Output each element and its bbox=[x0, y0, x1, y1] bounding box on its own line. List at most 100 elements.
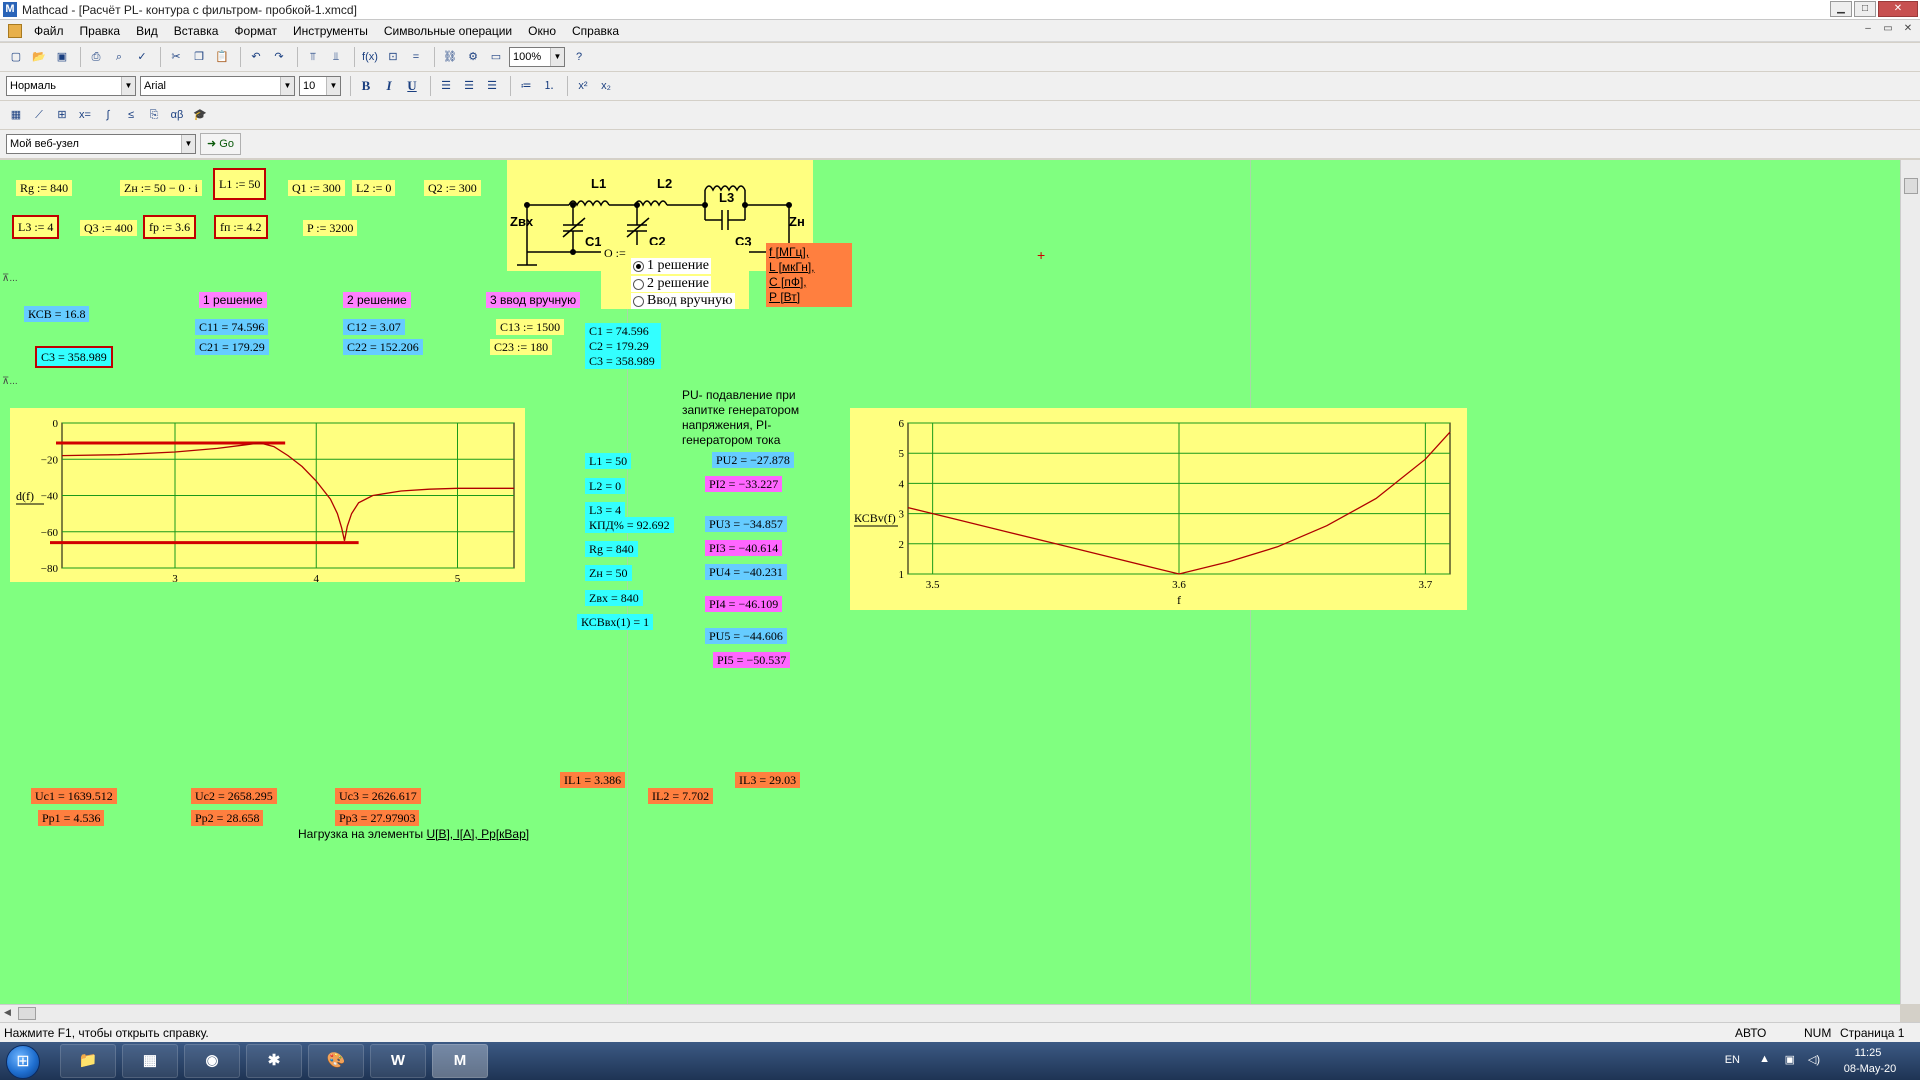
def-l2[interactable]: L2 := 0 bbox=[352, 180, 396, 196]
result-pu3[interactable]: PU3 = −34.857 bbox=[705, 516, 787, 532]
greek-icon[interactable]: αβ bbox=[170, 109, 184, 121]
vertical-scrollbar[interactable] bbox=[1900, 160, 1920, 1004]
def-p[interactable]: P := 3200 bbox=[303, 220, 358, 236]
result-c12[interactable]: C12 = 3.07 bbox=[343, 319, 405, 335]
close-button[interactable]: ✕ bbox=[1878, 1, 1918, 17]
menu-file[interactable]: Файл bbox=[34, 23, 64, 38]
result-zn[interactable]: Zн = 50 bbox=[585, 565, 632, 581]
word-icon[interactable]: W bbox=[370, 1044, 426, 1078]
symbolic-icon[interactable]: 🎓 bbox=[193, 109, 207, 121]
doc-close-button[interactable]: ✕ bbox=[1903, 23, 1913, 34]
menu-tools[interactable]: Инструменты bbox=[293, 23, 368, 38]
start-button[interactable]: ⊞ bbox=[6, 1045, 40, 1079]
result-pu4[interactable]: PU4 = −40.231 bbox=[705, 564, 787, 580]
def-fn[interactable]: fп := 4.2 bbox=[214, 215, 268, 239]
menu-help[interactable]: Справка bbox=[572, 23, 620, 38]
boolean-icon[interactable]: ≤ bbox=[127, 109, 135, 121]
new-file-icon[interactable]: ▢ bbox=[10, 51, 22, 63]
numbered-list-icon[interactable]: ⒈ bbox=[543, 80, 555, 92]
result-l2[interactable]: L2 = 0 bbox=[585, 478, 626, 494]
redo-icon[interactable]: ↷ bbox=[274, 51, 284, 63]
result-zvx[interactable]: Zвх = 840 bbox=[585, 590, 643, 606]
align-left-icon[interactable]: ☰ bbox=[441, 80, 451, 92]
tray-arrow-icon[interactable]: ▲ bbox=[1759, 1053, 1770, 1065]
minimize-button[interactable]: ▁ bbox=[1830, 1, 1852, 17]
maximize-button[interactable]: □ bbox=[1854, 1, 1876, 17]
radio-option-3[interactable]: Ввод вручную bbox=[631, 293, 735, 309]
calculate-icon[interactable]: = bbox=[412, 51, 420, 63]
region-collapse-icon[interactable]: ⊼... bbox=[2, 376, 18, 387]
font-select[interactable]: Arial▼ bbox=[140, 76, 295, 96]
open-folder-icon[interactable]: 📂 bbox=[32, 51, 46, 63]
worksheet[interactable]: Rg := 840 Zн := 50 − 0 · i L1 := 50 Q1 :… bbox=[0, 160, 1900, 1004]
result-l3[interactable]: L3 = 4 bbox=[585, 502, 626, 518]
result-c21[interactable]: C21 = 179.29 bbox=[195, 339, 269, 355]
def-q1[interactable]: Q1 := 300 bbox=[288, 180, 345, 196]
undo-icon[interactable]: ↶ bbox=[251, 51, 261, 63]
evaluation-icon[interactable]: x= bbox=[79, 109, 91, 121]
result-c11[interactable]: C11 = 74.596 bbox=[195, 319, 269, 335]
resource-center-icon[interactable]: ▭ bbox=[490, 51, 502, 63]
result-pu5[interactable]: PU5 = −44.606 bbox=[705, 628, 787, 644]
app-icon[interactable]: ✱ bbox=[246, 1044, 302, 1078]
help-icon[interactable]: ? bbox=[575, 51, 583, 63]
menu-symbolics[interactable]: Символьные операции bbox=[383, 23, 513, 38]
scroll-thumb[interactable] bbox=[1904, 178, 1918, 194]
result-c2[interactable]: C2 = 179.29 bbox=[585, 338, 661, 354]
matrix-icon[interactable]: ⊞ bbox=[57, 109, 67, 121]
chrome-icon[interactable]: ◉ bbox=[184, 1044, 240, 1078]
clock-date[interactable]: 08-May-20 bbox=[1843, 1063, 1897, 1075]
paste-icon[interactable]: 📋 bbox=[215, 51, 229, 63]
result-il1[interactable]: IL1 = 3.386 bbox=[560, 772, 626, 788]
insert-hyperlink-icon[interactable]: ⛓ bbox=[443, 51, 457, 63]
menu-window[interactable]: Окно bbox=[528, 23, 557, 38]
result-pp2[interactable]: Pp2 = 28.658 bbox=[191, 810, 264, 826]
cut-icon[interactable]: ✂ bbox=[171, 51, 181, 63]
programming-icon[interactable]: ⎘ bbox=[149, 109, 159, 121]
save-icon[interactable]: ▣ bbox=[56, 51, 68, 63]
result-pi4[interactable]: PI4 = −46.109 bbox=[705, 596, 783, 612]
web-site-select[interactable]: Мой веб-узел▼ bbox=[6, 134, 196, 154]
scroll-thumb[interactable] bbox=[18, 1007, 36, 1020]
def-q3[interactable]: Q3 := 400 bbox=[80, 220, 137, 236]
radio-option-2[interactable]: 2 решение bbox=[631, 276, 711, 292]
result-c3-main[interactable]: C3 = 358.989 bbox=[35, 346, 113, 368]
component-wizard-icon[interactable]: ⚙ bbox=[468, 51, 478, 63]
doc-minimize-button[interactable]: – bbox=[1865, 23, 1871, 34]
def-fp[interactable]: fр := 3.6 bbox=[143, 215, 197, 239]
volume-icon[interactable]: ◁) bbox=[1807, 1054, 1820, 1066]
horizontal-scrollbar[interactable]: ◀ bbox=[0, 1004, 1900, 1022]
zoom-select[interactable]: 100%▼ bbox=[509, 47, 565, 67]
copy-icon[interactable]: ❐ bbox=[194, 51, 204, 63]
def-c23[interactable]: C23 := 180 bbox=[490, 339, 553, 355]
result-pi2[interactable]: PI2 = −33.227 bbox=[705, 476, 783, 492]
graph-icon[interactable]: ⟋ bbox=[35, 109, 43, 121]
underline-button[interactable]: U bbox=[407, 78, 417, 93]
insert-unit-icon[interactable]: ⊡ bbox=[388, 51, 398, 63]
def-l1[interactable]: L1 := 50 bbox=[213, 168, 267, 200]
style-select[interactable]: Нормаль▼ bbox=[6, 76, 136, 96]
doc-restore-button[interactable]: ▭ bbox=[1883, 23, 1893, 34]
print-icon[interactable]: ⎙ bbox=[91, 51, 101, 63]
explorer-icon[interactable]: 📁 bbox=[60, 1044, 116, 1078]
clock-time[interactable]: 11:25 bbox=[1854, 1047, 1882, 1059]
result-rg[interactable]: Rg = 840 bbox=[585, 541, 638, 557]
go-button[interactable]: ➜ Go bbox=[200, 133, 241, 155]
subscript-icon[interactable]: x₂ bbox=[601, 80, 611, 92]
result-pi5[interactable]: PI5 = −50.537 bbox=[713, 652, 791, 668]
result-c1[interactable]: C1 = 74.596 bbox=[585, 323, 661, 339]
region-collapse-icon[interactable]: ⊼... bbox=[2, 273, 18, 284]
def-zn[interactable]: Zн := 50 − 0 · i bbox=[120, 180, 202, 196]
print-preview-icon[interactable]: ⌕ bbox=[115, 51, 123, 63]
menu-edit[interactable]: Правка bbox=[79, 23, 121, 38]
result-pi3[interactable]: PI3 = −40.614 bbox=[705, 540, 783, 556]
mathcad-icon[interactable]: M bbox=[432, 1044, 488, 1078]
result-ksvvx[interactable]: КСВвх(1) = 1 bbox=[577, 614, 654, 630]
def-l3[interactable]: L3 := 4 bbox=[12, 215, 60, 239]
result-l1[interactable]: L1 = 50 bbox=[585, 453, 632, 469]
result-pu2[interactable]: PU2 = −27.878 bbox=[712, 452, 794, 468]
menu-format[interactable]: Формат bbox=[234, 23, 278, 38]
calculus-icon[interactable]: ∫ bbox=[106, 109, 110, 121]
